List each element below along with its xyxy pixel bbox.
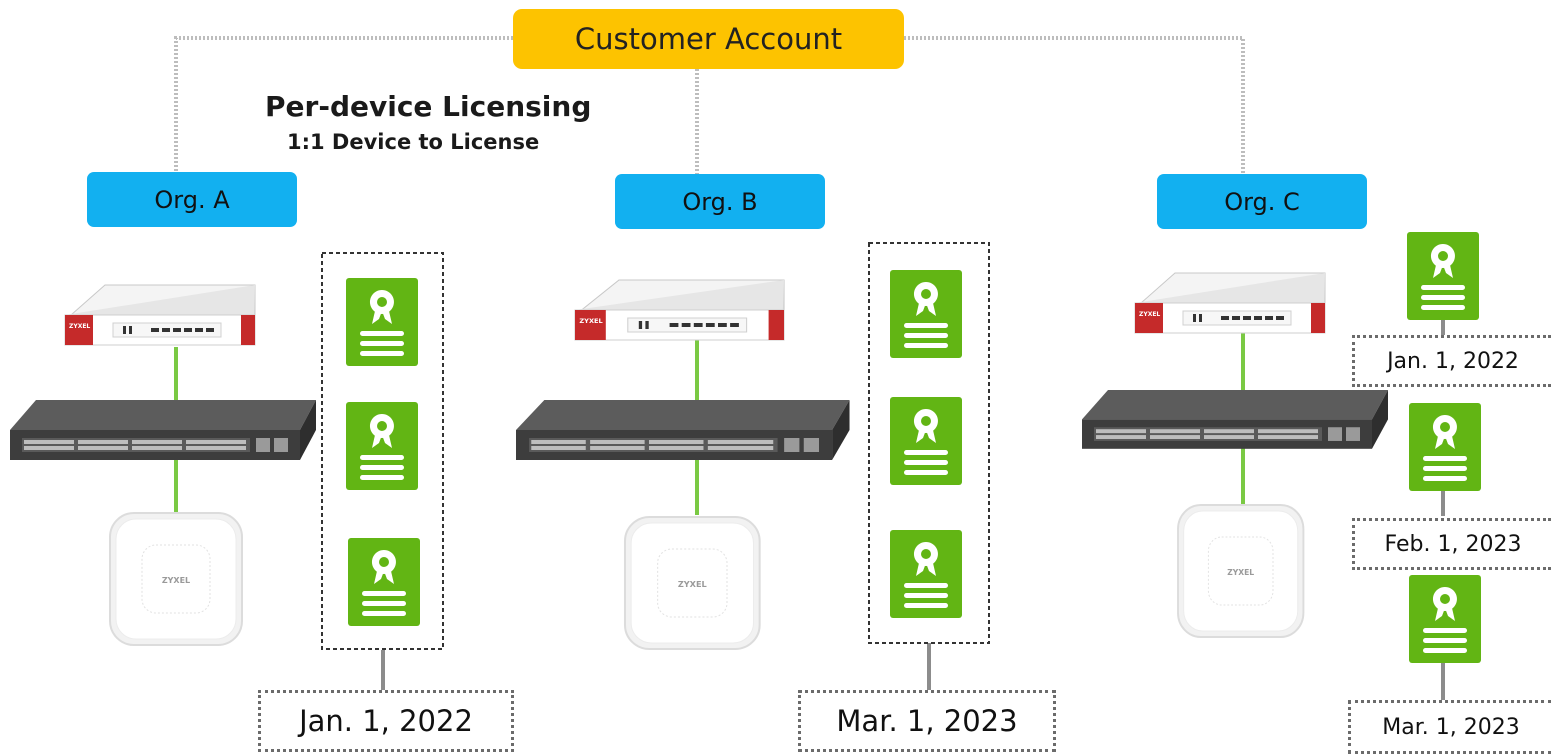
org-b-label: Org. B (682, 187, 758, 216)
org-a-box: Org. A (87, 172, 297, 227)
account-links (174, 36, 1245, 174)
license-certificate-icon (346, 278, 418, 366)
org-c-date-box-3: Mar. 1, 2023 (1348, 700, 1551, 754)
org-b-license-group (868, 242, 990, 644)
license-certificate-icon (1407, 232, 1479, 320)
org-c-date-box-1: Jan. 1, 2022 (1352, 335, 1551, 387)
license-certificate-icon (890, 530, 962, 618)
org-a-switch (10, 400, 316, 460)
org-a-firewall (64, 284, 256, 346)
org-c-box: Org. C (1157, 174, 1367, 229)
org-b-switch (516, 400, 850, 460)
org-c-date-box-2: Feb. 1, 2023 (1352, 518, 1551, 570)
org-c-switch (1082, 390, 1388, 449)
org-a-license-date: Jan. 1, 2022 (299, 704, 473, 738)
org-c-firewall (1134, 272, 1326, 334)
org-b-access-point (623, 515, 761, 651)
link-account-org-c (904, 36, 1245, 174)
diagram-subtitle: 1:1 Device to License (287, 130, 540, 154)
diagram-title: Per-device Licensing (265, 90, 592, 123)
org-a-license-group (321, 252, 444, 650)
org-c-license-date-3: Mar. 1, 2023 (1382, 714, 1520, 740)
org-c-license-date-2: Feb. 1, 2023 (1384, 531, 1522, 557)
org-b-date-box: Mar. 1, 2023 (798, 690, 1056, 752)
license-certificate-icon (346, 402, 418, 490)
license-certificate-icon (1409, 403, 1481, 491)
org-b-license-date: Mar. 1, 2023 (836, 704, 1018, 738)
org-c-label: Org. C (1224, 187, 1300, 216)
link-account-org-a (174, 36, 513, 172)
org-b-box: Org. B (615, 174, 825, 229)
org-a-access-point (109, 512, 243, 646)
customer-account-label: Customer Account (574, 22, 843, 56)
org-c-access-point (1177, 504, 1305, 638)
license-certificate-icon (1409, 575, 1481, 663)
org-b-firewall (574, 279, 785, 341)
customer-account-box: Customer Account (513, 9, 904, 69)
org-c-license-date-1: Jan. 1, 2022 (1387, 348, 1519, 374)
org-a-label: Org. A (154, 185, 230, 214)
device-links (174, 333, 1245, 515)
license-certificate-icon (890, 397, 962, 485)
license-certificate-icon (890, 270, 962, 358)
org-a-date-box: Jan. 1, 2022 (258, 690, 514, 752)
license-certificate-icon (348, 538, 420, 626)
